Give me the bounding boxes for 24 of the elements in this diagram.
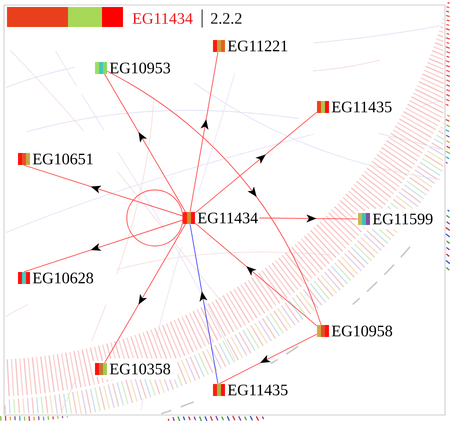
- arrow: [24, 164, 184, 216]
- arrow: [190, 224, 218, 384]
- node-label: EG11434: [198, 212, 258, 224]
- node-label: EG10953: [110, 62, 170, 74]
- arrow: [190, 52, 218, 212]
- number-label: 2.2.2: [211, 13, 242, 24]
- arrow: [106, 70, 322, 326]
- heading: EG11434: [132, 13, 193, 24]
- node-label: EG10358: [110, 364, 170, 374]
- arrow: [104, 224, 186, 364]
- arrow: [218, 334, 318, 384]
- node-label: EG10958: [332, 326, 392, 336]
- node-label: EG11435: [332, 102, 392, 112]
- loop-line: [126, 190, 184, 246]
- node-label: EG10628: [32, 272, 94, 284]
- arrow: [258, 214, 358, 222]
- node-label: EG11221: [228, 40, 288, 52]
- node-label: EG11435: [228, 384, 288, 396]
- node-label: EG10651: [32, 154, 93, 164]
- node-label: EG11599: [372, 214, 432, 224]
- arrow: [194, 222, 318, 326]
- arrow: [104, 74, 186, 212]
- arrow: [24, 220, 184, 272]
- arrow: [194, 112, 318, 214]
